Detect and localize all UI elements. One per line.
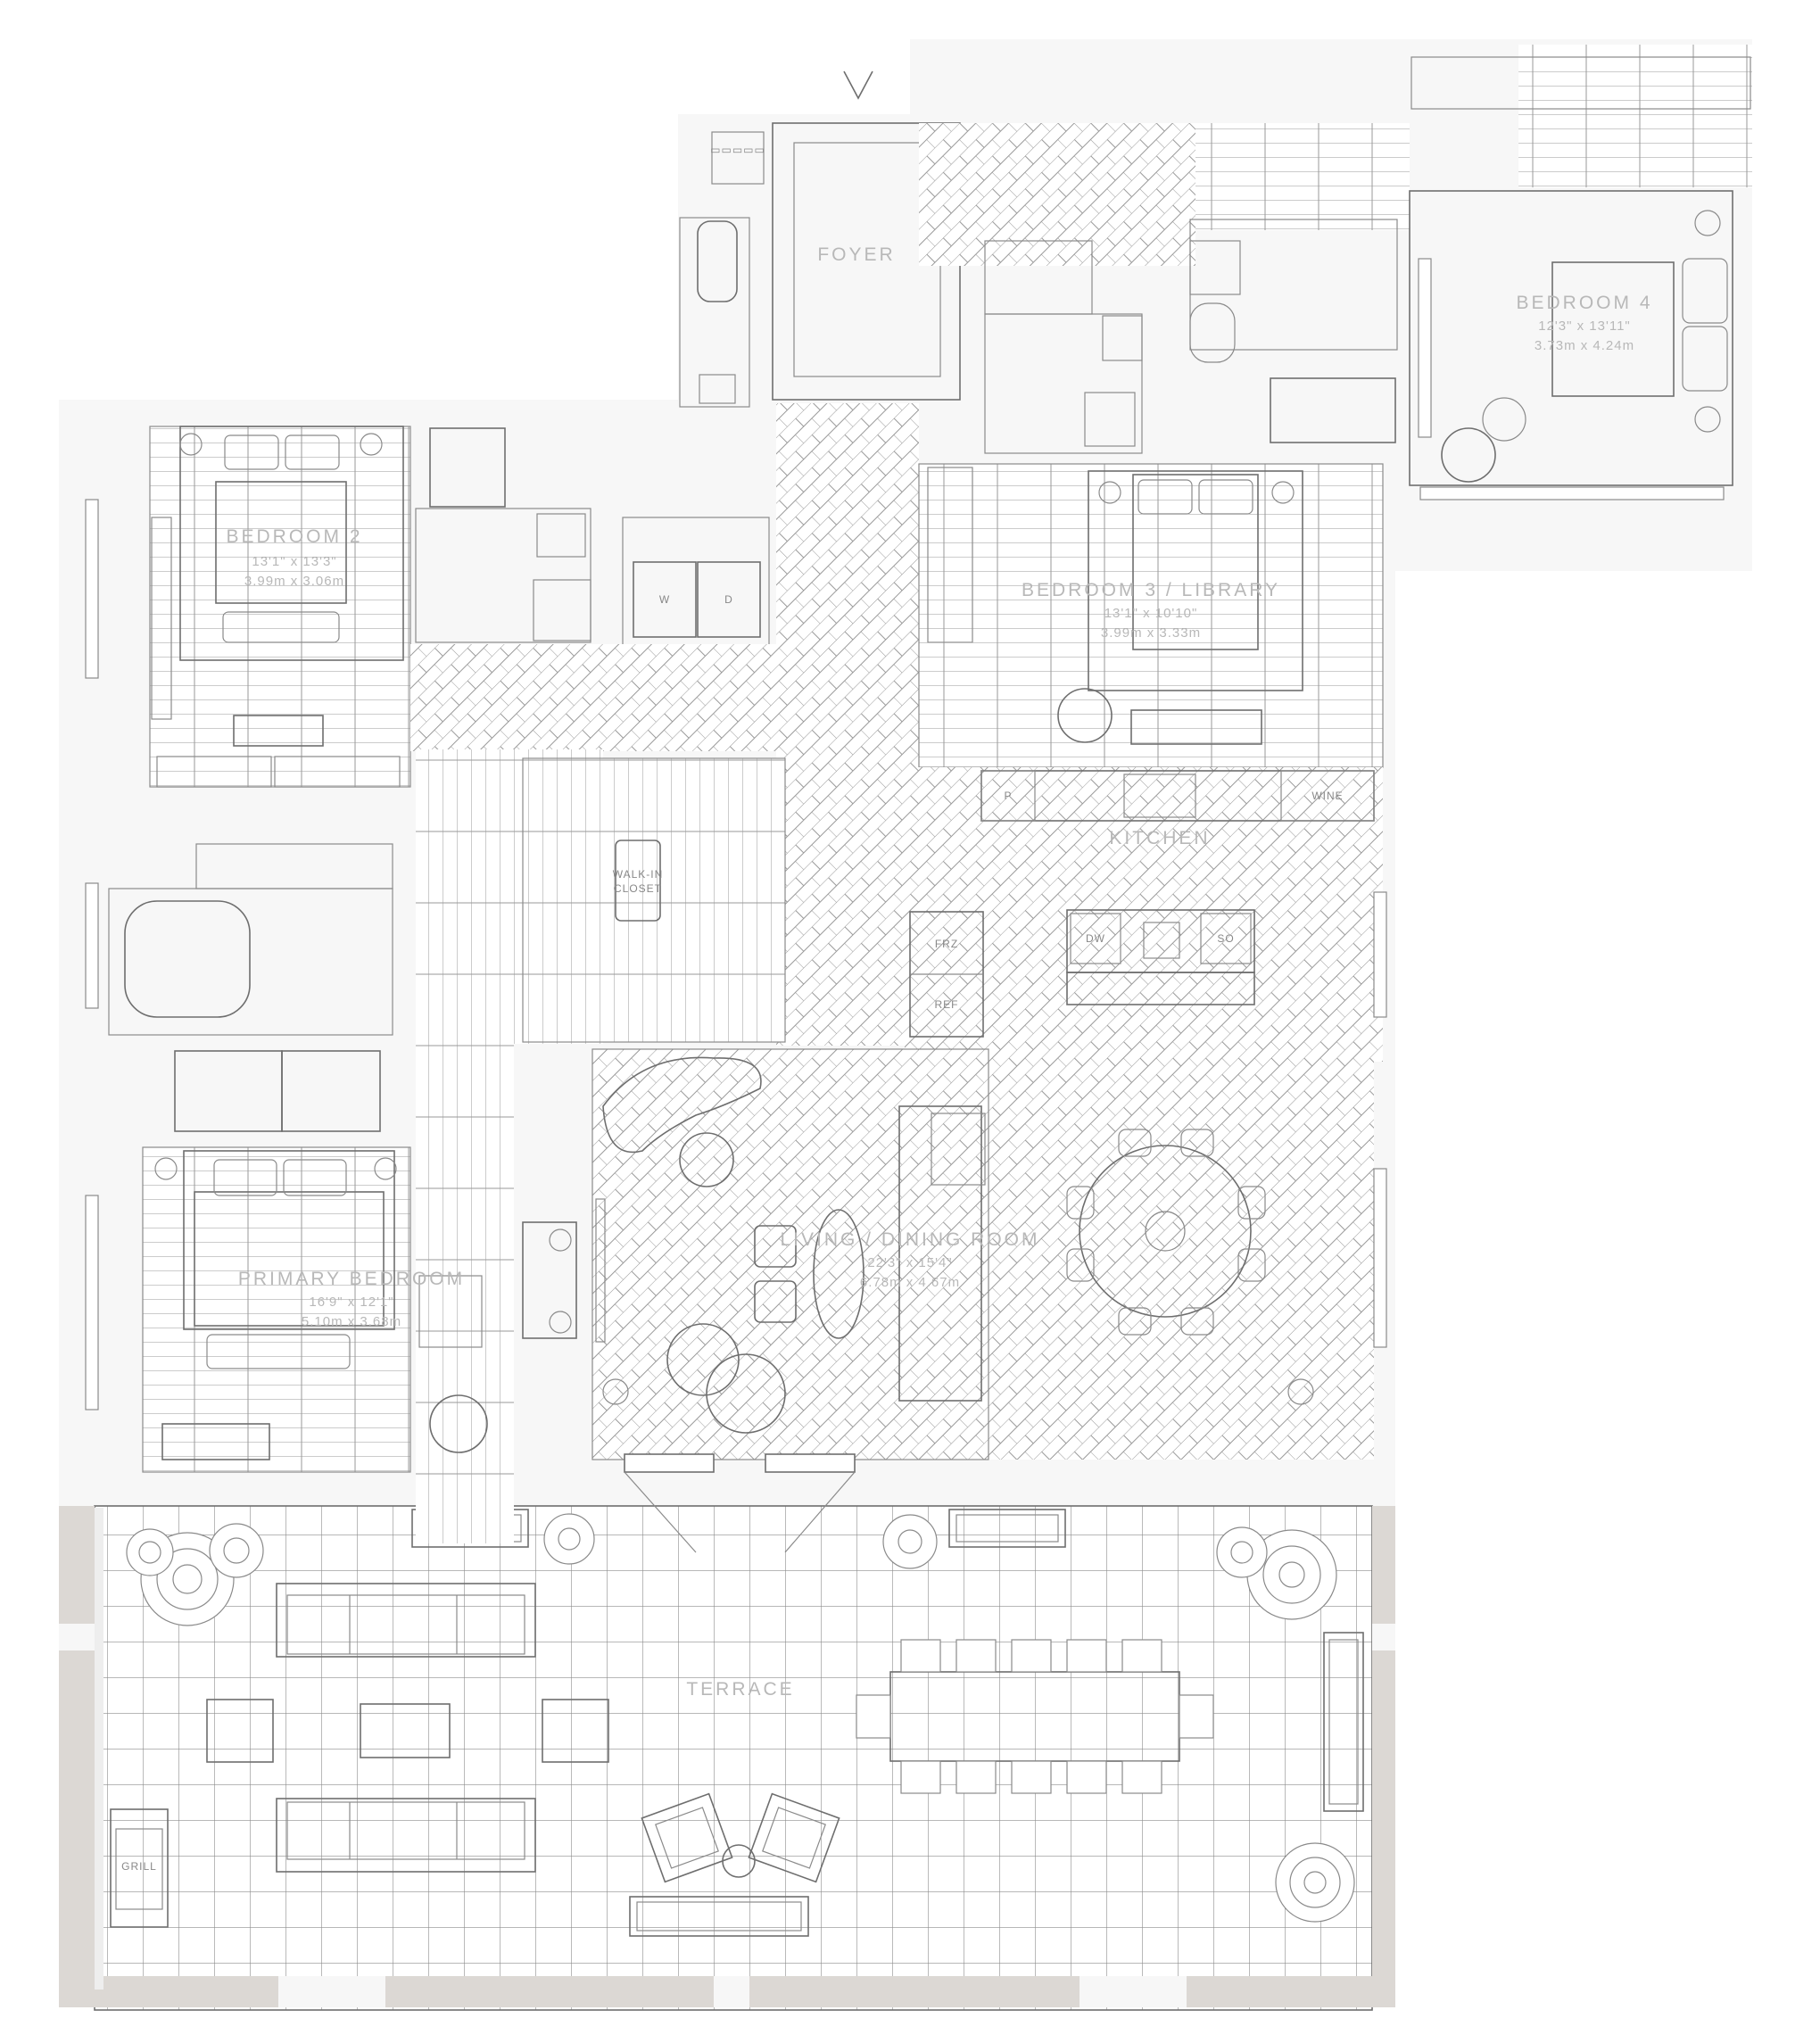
washer-label: W (659, 593, 670, 606)
bedroom-3-dim-metric: 3.99m x 3.33m (1101, 625, 1201, 641)
powder-room: ▭▭▭▭▭ (679, 131, 765, 408)
laundry: W D (622, 517, 770, 647)
bedroom-4: BEDROOM 4 12'3" x 13'11" 3.73m x 4.24m (1409, 45, 1752, 486)
bedroom-4-label: BEDROOM 4 (1516, 293, 1652, 313)
foyer-label: FOYER (817, 244, 895, 265)
bedroom-3-library: BEDROOM 3 / LIBRARY 13'1" x 10'10" 3.99m… (918, 463, 1384, 768)
living-dining-dim-imperial: 22'3" x 15'4" (867, 1255, 952, 1270)
terrace-coffee-table (206, 1699, 609, 1763)
terrace-plants (126, 1513, 1355, 1923)
bathroom-2 (415, 427, 592, 643)
living-dining-dim-metric: 6.78m x 4.67m (860, 1275, 960, 1290)
grill: GRILL (110, 1808, 169, 1928)
bedroom-4-dim-metric: 3.73m x 4.24m (1535, 338, 1634, 353)
pantry-label: P (1004, 790, 1012, 802)
walk-in-closet: WALK-IN CLOSET (522, 757, 786, 1043)
bathroom-4 (1189, 219, 1398, 443)
oven-label: SO (1217, 932, 1234, 945)
bedroom-2-dim-imperial: 13'1" x 13'3" (252, 554, 336, 569)
primary-bedroom-label: PRIMARY BEDROOM (238, 1269, 465, 1289)
dishwasher-label: DW (1086, 932, 1105, 945)
walkin-label-2: CLOSET (614, 882, 662, 895)
living-dining-label: LIVING / DINING ROOM (780, 1229, 1039, 1250)
bedroom-2-dim-metric: 3.99m x 3.06m (244, 574, 344, 589)
terrace-label: TERRACE (686, 1679, 794, 1700)
terrace-doors (624, 1453, 856, 1553)
terrace-lounge-chairs (641, 1792, 840, 1883)
bedroom-3-dim-imperial: 13'1" x 10'10" (1104, 606, 1198, 621)
terrace-area (59, 1505, 1395, 2011)
grill-label: GRILL (121, 1860, 157, 1873)
bedroom-2-label: BEDROOM 2 (226, 526, 362, 547)
dryer-label: D (724, 593, 733, 606)
wine-label: WINE (1311, 790, 1343, 802)
bedroom-4-dim-imperial: 12'3" x 13'11" (1538, 318, 1631, 334)
refrigerator-label: REF (935, 998, 959, 1011)
kitchen: P WINE FRZ REF DW SO KITCHEN (905, 767, 1383, 1062)
window-marks (85, 258, 1725, 1410)
closet-tag: ▭▭▭▭▭ (710, 144, 765, 156)
primary-bedroom-dim-metric: 5.10m x 3.68m (302, 1314, 401, 1329)
living-dining-room: LIVING / DINING ROOM 22'3" x 15'4" 6.78m… (522, 1048, 1374, 1460)
terrace-dining-table (856, 1639, 1214, 1794)
bedroom-3-label: BEDROOM 3 / LIBRARY (1022, 580, 1280, 600)
bedroom-2: BEDROOM 2 13'1" x 13'3" 3.99m x 3.06m (149, 426, 411, 788)
terrace-sofa-bottom (276, 1798, 536, 1873)
primary-bedroom: PRIMARY BEDROOM 16'9" x 12'1" 5.10m x 3.… (142, 1146, 488, 1473)
primary-bath (108, 843, 393, 1132)
bathroom-3 (984, 240, 1143, 454)
primary-bedroom-dim-imperial: 16'9" x 12'1" (309, 1295, 393, 1310)
terrace-sofa-top (276, 1583, 536, 1658)
kitchen-label: KITCHEN (1109, 828, 1210, 848)
walkin-label-1: WALK-IN (613, 868, 664, 881)
freezer-label: FRZ (935, 938, 958, 950)
